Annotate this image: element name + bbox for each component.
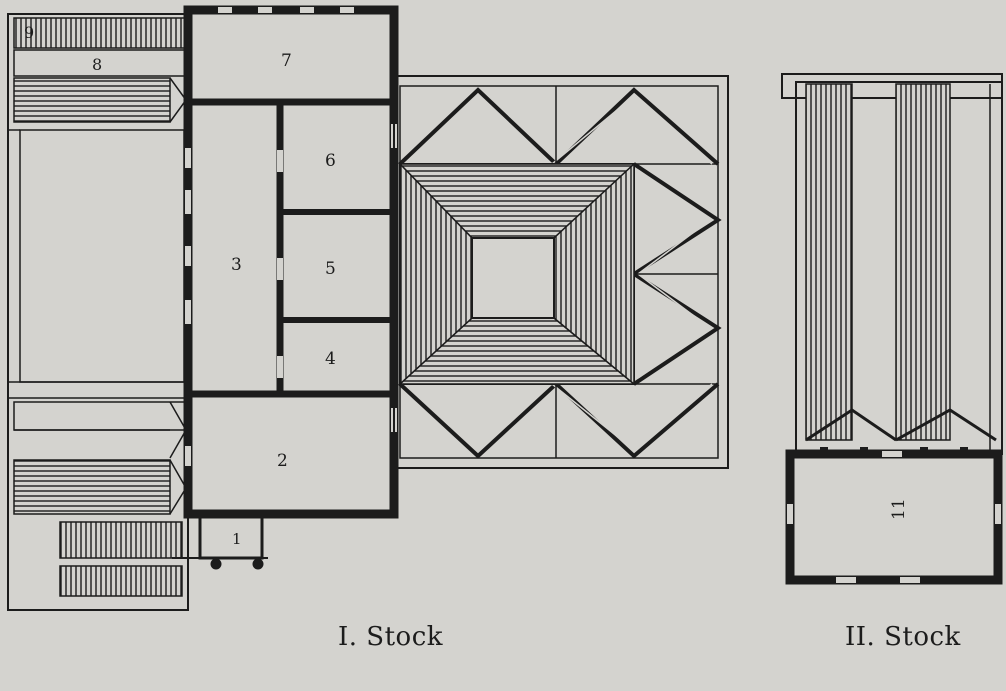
floor1-caption: I. Stock — [338, 622, 444, 652]
room-label-7: 7 — [281, 51, 292, 71]
room-label-11: 11 — [889, 498, 909, 520]
floor2-walls — [785, 447, 1003, 585]
floor1-roof — [393, 75, 729, 469]
room-1-porch — [172, 512, 268, 570]
room-label-8: 8 — [92, 55, 102, 74]
floor2-plan: 11 — [781, 73, 1003, 585]
floor2-roof — [781, 73, 1003, 455]
room-label-3: 3 — [231, 255, 242, 275]
room-label-1: 1 — [232, 530, 242, 548]
room-label-9: 9 — [24, 23, 34, 42]
room-label-5: 5 — [325, 259, 336, 279]
room-label-6: 6 — [325, 151, 336, 171]
room-label-4: 4 — [325, 349, 336, 369]
floor1-walls — [183, 5, 399, 519]
staircase-9 — [13, 17, 187, 49]
staircase-8 — [13, 49, 187, 123]
floor1-plan: 9 8 7 6 3 5 4 2 1 — [7, 5, 729, 611]
floor2-caption: II. Stock — [845, 622, 961, 652]
room-label-2: 2 — [277, 451, 288, 471]
floor1-room-labels: 9 8 7 6 3 5 4 2 1 — [24, 23, 336, 548]
staircase-lower — [13, 401, 187, 597]
